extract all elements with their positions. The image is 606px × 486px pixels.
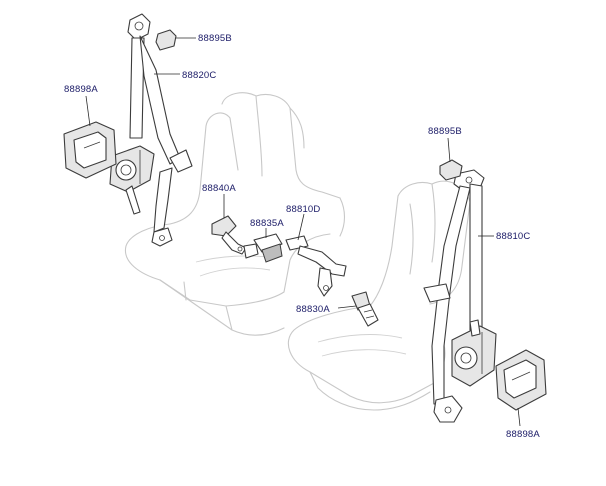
callout-88840a: 88840A	[202, 183, 236, 194]
belt-assembly-88810c	[423, 169, 497, 423]
center-belt-88810d	[285, 235, 347, 297]
buckle-88840a	[211, 215, 247, 255]
callout-88895b-top-left: 88895B	[198, 33, 232, 44]
buckle-88835a	[243, 233, 283, 263]
trim-cover-88898a-left	[63, 121, 117, 179]
trim-cover-88898a-right	[495, 349, 547, 411]
callout-88810d: 88810D	[286, 204, 320, 215]
callout-88835a: 88835A	[250, 218, 284, 229]
callout-88820c: 88820C	[182, 70, 216, 81]
callout-88895b-right: 88895B	[428, 126, 462, 137]
callout-88898a-right: 88898A	[506, 429, 540, 440]
cover-88895b-left	[155, 29, 177, 51]
rear-seat-outline	[124, 92, 346, 336]
leader-lines	[85, 37, 521, 427]
callout-labels: 88895B 88820C 88898A 88840A 88835A 88810…	[64, 33, 540, 440]
belt-assembly-88820c	[109, 13, 193, 247]
tongue-88830a	[351, 291, 379, 327]
callout-88830a: 88830A	[296, 304, 330, 315]
callout-88898a-left: 88898A	[64, 84, 98, 95]
cover-88895b-right	[439, 159, 463, 181]
callout-88810c: 88810C	[496, 231, 530, 242]
